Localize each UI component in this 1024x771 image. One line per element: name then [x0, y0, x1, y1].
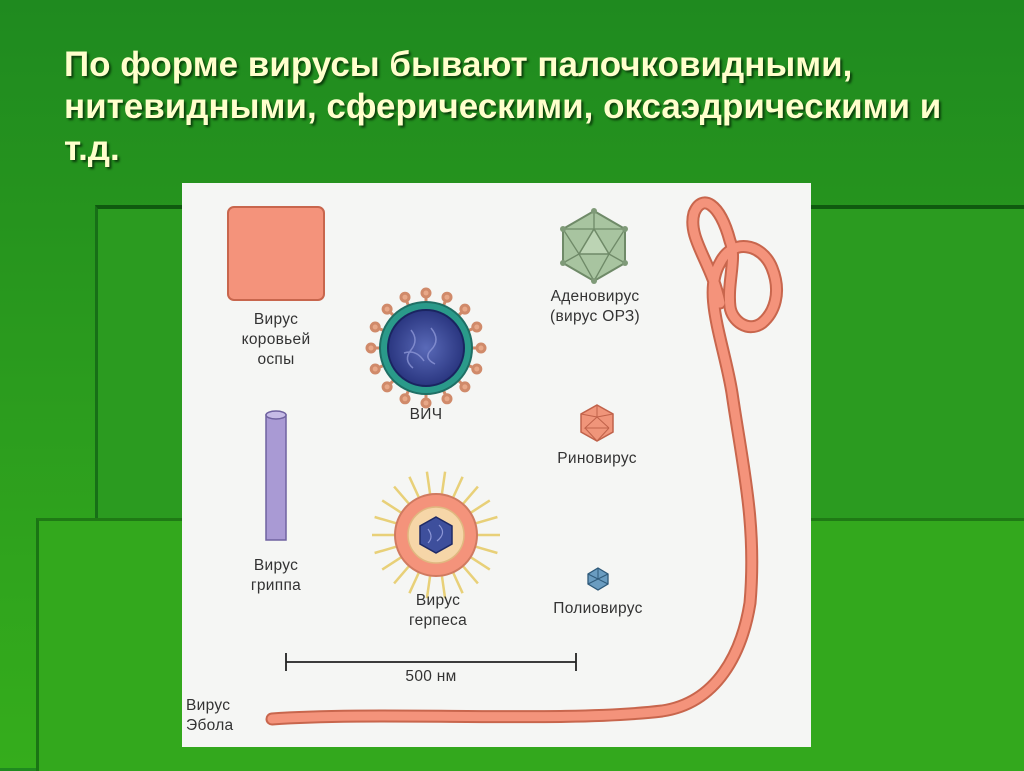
poliovirus-shape	[587, 567, 609, 591]
vaccinia-virus-label: Вирус коровьей оспы	[241, 311, 311, 368]
influenza-virus-shape	[265, 410, 287, 541]
poliovirus-label: Полиовирус	[553, 600, 643, 617]
hiv-label: ВИЧ	[409, 406, 443, 423]
scale-bar	[285, 653, 577, 671]
slide-title: По форме вирусы бывают палочковидными, н…	[64, 45, 942, 168]
hiv-virus-shape	[365, 287, 487, 409]
herpes-virus-label: Вирус герпеса	[408, 592, 468, 629]
adenovirus-label: Аденовирус (вирус ОРЗ)	[549, 288, 640, 325]
rhinovirus-label: Риновирус	[557, 450, 637, 467]
vaccinia-virus-shape	[227, 206, 325, 301]
ebola-virus-shape	[265, 196, 784, 726]
adenovirus-shape	[560, 208, 628, 284]
influenza-virus-label: Вирус гриппа	[250, 557, 302, 594]
scale-bar-label: 500 нм	[405, 668, 457, 685]
virus-shapes-figure: Вирус коровьей оспы ВИЧ Аденовирус (виру…	[182, 183, 811, 747]
ebola-virus-label: Вирус Эбола	[186, 697, 234, 734]
rhinovirus-shape	[580, 404, 614, 442]
virus-illustrations	[227, 196, 784, 726]
herpes-virus-shape	[372, 471, 500, 599]
